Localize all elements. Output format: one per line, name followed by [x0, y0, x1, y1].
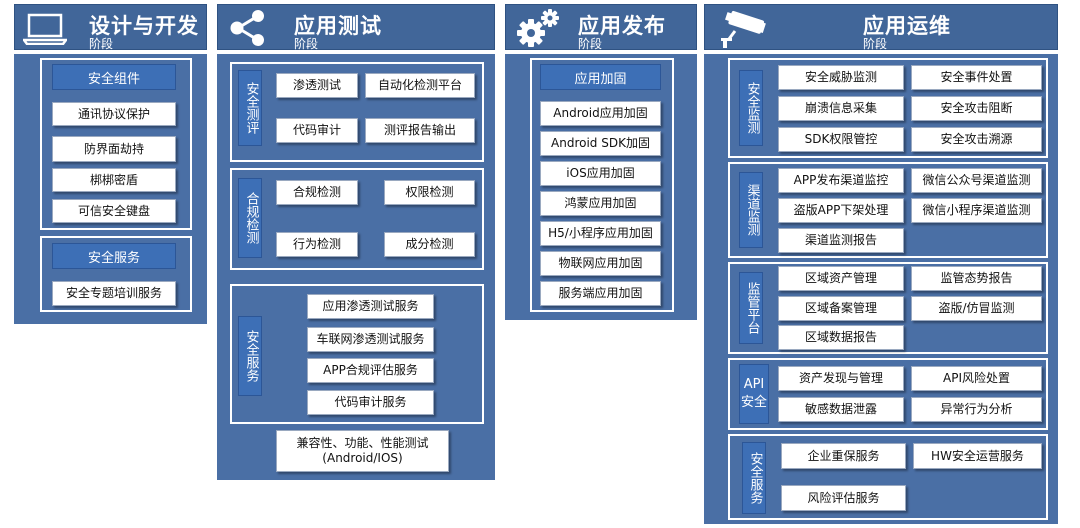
app-hardening-header: 应用加固: [540, 64, 661, 90]
api-security-panel: [728, 358, 1048, 430]
ops-service-item: HW安全运营服务: [913, 443, 1042, 469]
supervision-item: 区域备案管理: [778, 296, 904, 321]
app-hardening-panel: [530, 58, 674, 312]
testing-services-panel: [230, 284, 484, 424]
compatibility-test-line2: (Android/IOS): [322, 451, 403, 465]
compliance-check-panel: [230, 168, 484, 270]
ops-service-item: 企业重保服务: [781, 443, 906, 469]
stage-subtitle: 阶段: [89, 37, 114, 51]
compliance-item: 行为检测: [276, 232, 358, 257]
security-monitoring-item: 崩溃信息采集: [778, 96, 904, 121]
channel-monitoring-item: 渠道监测报告: [778, 228, 904, 253]
api-security-item: API风险处置: [911, 366, 1042, 391]
security-monitoring-panel: [728, 58, 1048, 158]
hardening-item: iOS应用加固: [540, 161, 661, 186]
design-component-item: 防界面劫持: [52, 136, 176, 162]
hardening-item: 物联网应用加固: [540, 251, 661, 276]
laptop-icon: [23, 13, 67, 45]
api-security-item: 资产发现与管理: [778, 366, 904, 391]
channel-monitoring-item: 微信公众号渠道监测: [911, 168, 1042, 193]
channel-monitoring-label: 渠道监测: [739, 172, 763, 248]
security-components-header: 安全组件: [52, 64, 176, 90]
stage-title: 应用测试: [294, 14, 382, 38]
evaluation-item: 自动化检测平台: [365, 73, 475, 98]
hardening-item: Android SDK加固: [540, 131, 661, 156]
compatibility-test-line1: 兼容性、功能、性能测试: [296, 436, 429, 450]
supervision-platform-panel: [728, 262, 1048, 354]
security-monitoring-item: 安全攻击阻断: [911, 96, 1042, 121]
evaluation-item: 代码审计: [276, 118, 358, 143]
api-security-label: API安全: [739, 364, 769, 424]
stage-header-testing: 应用测试 阶段: [217, 4, 495, 51]
channel-monitoring-item: 盗版APP下架处理: [778, 198, 904, 223]
stage-subtitle: 阶段: [863, 37, 888, 51]
supervision-item: 盗版/仿冒监测: [911, 296, 1042, 321]
stage-header-ops: 应用运维 阶段: [704, 4, 1058, 51]
security-monitoring-item: SDK权限管控: [778, 127, 904, 152]
design-services-header: 安全服务: [52, 243, 176, 269]
testing-service-item: 代码审计服务: [307, 390, 434, 415]
design-services-panel: [40, 236, 192, 312]
stage-title: 应用运维: [863, 14, 951, 38]
compliance-item: 成分检测: [384, 232, 475, 257]
design-component-item: 可信安全键盘: [52, 199, 176, 223]
ops-services-panel: [728, 434, 1048, 520]
stage-title: 设计与开发: [89, 14, 199, 38]
api-security-item: 异常行为分析: [911, 397, 1042, 422]
compliance-item: 合规检测: [276, 180, 358, 205]
supervision-item: 区域资产管理: [778, 266, 904, 291]
design-service-item: 安全专题培训服务: [52, 281, 176, 306]
hardening-item: H5/小程序应用加固: [540, 221, 661, 246]
hardening-item: 鸿蒙应用加固: [540, 191, 661, 216]
supervision-platform-label: 监管平台: [739, 272, 763, 344]
security-monitoring-label: 安全监测: [739, 70, 763, 146]
evaluation-item: 渗透测试: [276, 73, 358, 98]
gears-icon: [517, 9, 559, 47]
hardening-item: Android应用加固: [540, 101, 661, 126]
design-component-item: 梆梆密盾: [52, 168, 176, 192]
testing-services-label: 安全服务: [238, 316, 262, 396]
stage-title: 应用发布: [578, 14, 666, 38]
security-monitoring-item: 安全威胁监测: [778, 65, 904, 90]
cctv-camera-icon: [721, 10, 766, 48]
testing-service-item: 车联网渗透测试服务: [307, 327, 434, 352]
api-security-label-text: API安全: [740, 377, 767, 410]
security-evaluation-panel: [230, 62, 484, 162]
ops-service-item: 风险评估服务: [781, 485, 906, 511]
evaluation-item: 测评报告输出: [365, 118, 475, 143]
security-monitoring-item: 安全攻击溯源: [911, 127, 1042, 152]
supervision-item: 监管态势报告: [911, 266, 1042, 291]
supervision-item: 区域数据报告: [778, 325, 904, 350]
compliance-check-label: 合规检测: [238, 178, 262, 258]
stage-subtitle: 阶段: [294, 37, 319, 51]
channel-monitoring-item: 微信小程序渠道监测: [911, 198, 1042, 223]
security-monitoring-item: 安全事件处置: [911, 65, 1042, 90]
design-component-item: 通讯协议保护: [52, 102, 176, 126]
api-security-item: 敏感数据泄露: [778, 397, 904, 422]
channel-monitoring-item: APP发布渠道监控: [778, 168, 904, 193]
compatibility-test-item: 兼容性、功能、性能测试 (Android/IOS): [276, 430, 449, 472]
compliance-item: 权限检测: [384, 180, 475, 205]
stage-subtitle: 阶段: [578, 37, 603, 51]
channel-monitoring-panel: [728, 162, 1048, 258]
ops-services-label: 安全服务: [742, 442, 766, 514]
testing-service-item: APP合规评估服务: [307, 358, 434, 383]
share-icon: [230, 10, 264, 46]
hardening-item: 服务端应用加固: [540, 281, 661, 306]
security-components-panel: [40, 58, 192, 230]
stage-header-release: 应用发布 阶段: [505, 4, 697, 51]
security-evaluation-label: 安全测评: [238, 70, 262, 146]
stage-header-design: 设计与开发 阶段: [14, 4, 207, 51]
testing-service-item: 应用渗透测试服务: [307, 294, 434, 319]
